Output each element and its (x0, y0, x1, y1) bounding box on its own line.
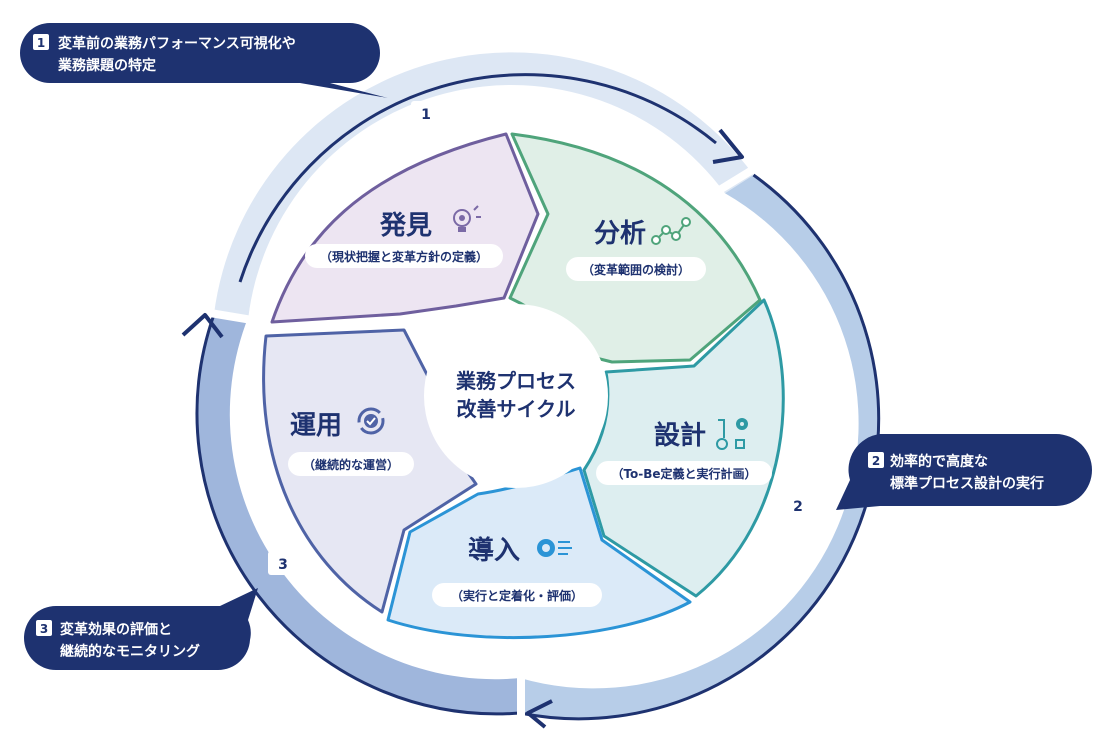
ring-outline-1 (238, 73, 717, 283)
svg-text:2: 2 (793, 499, 803, 515)
phase-discovery-pill (305, 244, 503, 268)
cycle-check-icon (357, 407, 385, 435)
svg-text:標準プロセス設計の実行: 標準プロセス設計の実行 (890, 475, 1044, 492)
phase-design-pill (596, 461, 772, 485)
callout-3: 3 変革効果の評価と 継続的なモニタリング (24, 588, 258, 671)
phase-operation-subtitle: （継続的な運営） (303, 457, 399, 472)
ring-separator-1 (710, 163, 760, 198)
callout-1-badge (33, 34, 49, 50)
svg-text:変革前の業務パフォーマンス可視化や: 変革前の業務パフォーマンス可視化や (58, 35, 296, 52)
phase-analysis-pill (566, 257, 706, 281)
ring-number-3: 3 (268, 551, 298, 575)
gear-flow-icon (716, 418, 748, 450)
phase-operation-pill (288, 452, 414, 476)
svg-text:業務課題の特定: 業務課題の特定 (57, 57, 156, 74)
phase-analysis-title: 分析 (594, 219, 646, 249)
phase-design-subtitle: （To-Be定義と実行計画） (611, 466, 756, 481)
callout-1: 1 変革前の業務パフォーマンス可視化や 業務課題の特定 (20, 23, 388, 98)
phase-deployment-subtitle: （実行と定着化・評価） (451, 588, 583, 603)
arrowhead-bottom (526, 699, 553, 729)
svg-text:効率的で高度な: 効率的で高度な (890, 453, 988, 470)
ring-number-2: 2 (783, 493, 813, 517)
outer-ring (195, 52, 881, 721)
callout-3-badge (36, 620, 52, 636)
center-title-line2: 改善サイクル (457, 397, 576, 421)
svg-text:3: 3 (278, 557, 288, 573)
phase-operation-title: 運用 (290, 411, 342, 441)
arrowhead-top-right (712, 128, 744, 164)
phase-discovery-title: 発見 (379, 211, 432, 241)
phase-discovery-shape[interactable] (270, 132, 540, 324)
ring-outline-3 (195, 314, 521, 716)
phase-design-title: 設計 (654, 420, 706, 451)
ring-number-1: 1 (411, 101, 441, 125)
ring-separator-3 (209, 309, 253, 324)
lightbulb-icon (453, 205, 481, 232)
svg-text:1: 1 (421, 107, 431, 123)
svg-text:3: 3 (40, 622, 48, 636)
nodes-graph-icon (651, 217, 691, 245)
phase-deployment-pill (432, 583, 602, 607)
center-circle (424, 304, 608, 488)
gear-spark-icon (537, 539, 572, 557)
phase-analysis-subtitle: （変革範囲の検討） (582, 262, 690, 277)
phase-discovery-subtitle: （現状把握と変革方針の定義） (320, 249, 488, 264)
callout-2: 2 効率的で高度な 標準プロセス設計の実行 (836, 434, 1092, 510)
svg-text:1: 1 (37, 36, 45, 50)
ring-segment-1 (213, 52, 754, 317)
callout-2-badge (868, 452, 884, 468)
phase-deployment-title: 導入 (468, 535, 520, 566)
arrowhead-left (181, 313, 224, 339)
svg-text:2: 2 (872, 454, 880, 468)
ring-segment-3 (197, 314, 521, 714)
svg-text:継続的なモニタリング: 継続的なモニタリング (60, 643, 200, 660)
svg-text:変革効果の評価と: 変革効果の評価と (60, 621, 172, 638)
center-title-line1: 業務プロセス (456, 369, 576, 393)
ring-outline-2 (519, 173, 881, 721)
